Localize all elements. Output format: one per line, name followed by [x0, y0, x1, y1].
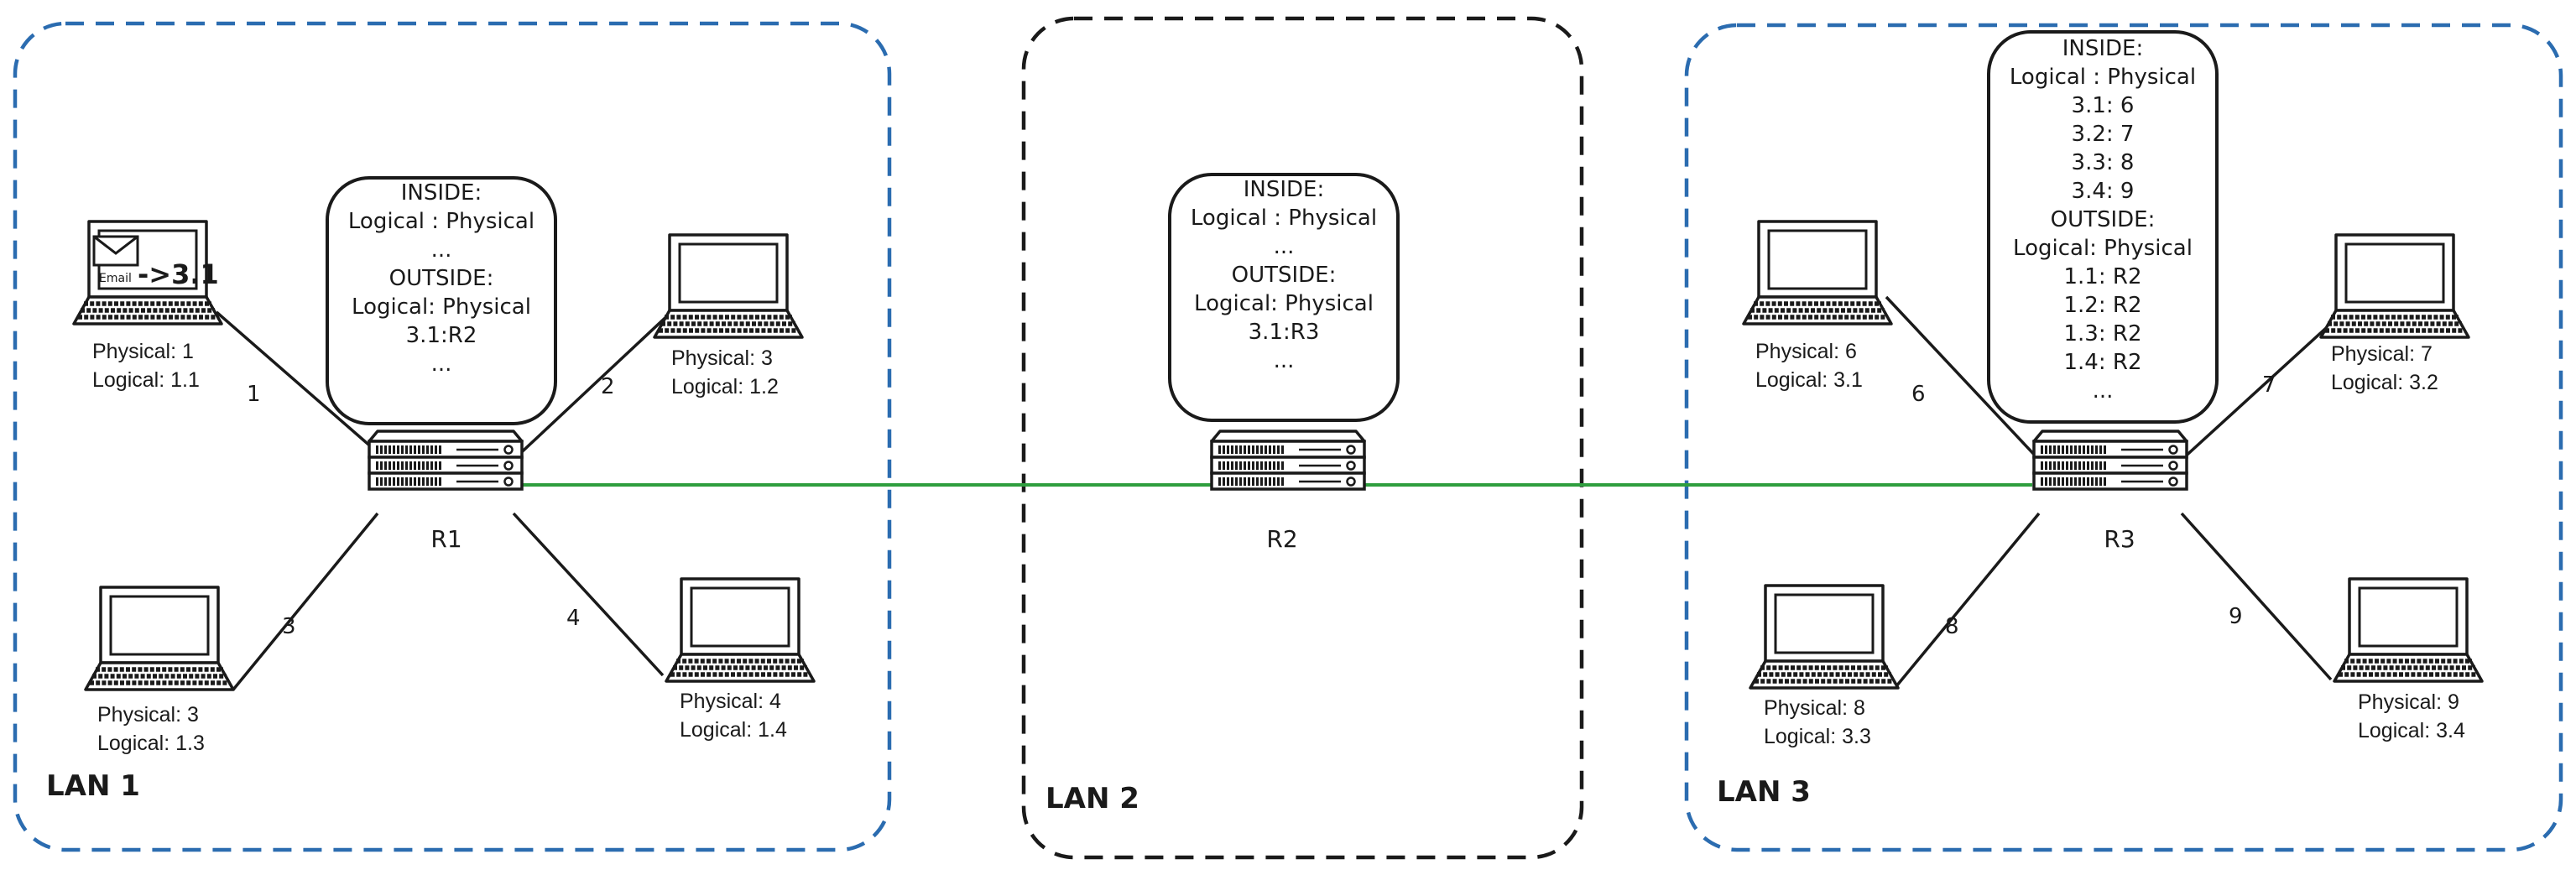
host-logical: Logical: 1.4 — [680, 718, 787, 742]
routing-table-line: Logical : Physical — [2010, 65, 2196, 90]
lan1-boundary — [13, 21, 892, 852]
routing-table-r3-box — [1987, 30, 2219, 424]
router-label-r2: R2 — [1266, 525, 1297, 553]
link-number: 4 — [566, 606, 581, 631]
routing-table-line: 3.1: 6 — [2072, 93, 2135, 118]
routing-table-line: INSIDE: — [401, 180, 482, 206]
routing-table-line: OUTSIDE: — [389, 266, 494, 291]
routing-table-line: Logical : Physical — [348, 209, 534, 234]
link-number: 8 — [1945, 614, 1959, 639]
routing-table-line: 3.1:R2 — [406, 323, 477, 348]
routing-table-line: OUTSIDE: — [2051, 207, 2156, 232]
routing-table-line: 3.4: 9 — [2072, 179, 2135, 204]
link-number: 7 — [2262, 372, 2276, 398]
email-label: Email — [99, 272, 132, 285]
router-icon — [2034, 431, 2187, 489]
host-physical: Physical: 8 — [1764, 696, 1865, 720]
link-number: 1 — [247, 382, 261, 407]
routing-table-line: ... — [431, 352, 452, 377]
host-logical: Logical: 3.1 — [1755, 368, 1863, 392]
host-logical: Logical: 3.4 — [2358, 719, 2465, 742]
routing-table-line: 3.1:R3 — [1249, 320, 1320, 345]
routing-table-line: ... — [1274, 348, 1295, 373]
lan3-links — [1885, 295, 2336, 688]
routing-table-r1-box — [326, 176, 557, 425]
lan2-boundary — [1021, 16, 1584, 860]
routing-table-line: ... — [2093, 378, 2114, 404]
host-physical: Physical: 3 — [671, 346, 773, 370]
routing-table-line: Logical: Physical — [352, 294, 531, 320]
host-physical: Physical: 6 — [1755, 340, 1857, 363]
routing-table-line: 3.3: 8 — [2072, 150, 2135, 175]
laptop-icon — [2321, 235, 2469, 337]
laptop-icon — [86, 587, 233, 690]
lan3-boundary — [1684, 23, 2563, 852]
host-physical: Physical: 4 — [680, 690, 781, 713]
routing-table-line: Logical : Physical — [1191, 206, 1377, 231]
routing-table-r1: INSIDE: Logical : Physical... OUTSIDE: Logi… — [348, 180, 534, 377]
laptop-icon — [654, 235, 802, 337]
host-physical: Physical: 9 — [2358, 690, 2459, 714]
email-destination: ->3.1 — [138, 258, 219, 290]
host-logical: Logical: 1.2 — [671, 375, 779, 398]
router-icon — [1212, 431, 1364, 489]
routing-table-line: 3.2: 7 — [2072, 122, 2135, 147]
routing-table-line: Logical: Physical — [2013, 236, 2193, 261]
email-icon — [92, 235, 139, 267]
link-number: 6 — [1911, 382, 1926, 407]
host-physical: Physical: 7 — [2331, 342, 2433, 366]
laptop-icon — [2334, 579, 2482, 681]
laptop-icon — [666, 579, 814, 681]
router-icon — [369, 431, 522, 489]
routing-table-line: 1.1: R2 — [2064, 264, 2142, 289]
lan-label-1: LAN 1 — [46, 769, 140, 803]
laptop-icon — [1744, 221, 1891, 324]
host-physical: Physical: 1 — [92, 340, 194, 363]
router-label-r3: R3 — [2104, 525, 2135, 553]
laptop-icon — [1750, 586, 1898, 688]
routing-table-line: OUTSIDE: — [1232, 263, 1337, 288]
lan-label-3: LAN 3 — [1717, 775, 1811, 809]
host-logical: Logical: 3.2 — [2331, 371, 2438, 394]
lan-label-2: LAN 2 — [1046, 782, 1139, 815]
routing-table-line: INSIDE: — [2062, 36, 2144, 61]
link-number: 3 — [282, 614, 296, 639]
host-logical: Logical: 3.3 — [1764, 725, 1871, 748]
routing-table-line: 1.4: R2 — [2064, 350, 2142, 375]
routing-table-line: ... — [431, 237, 452, 263]
routing-table-line: 1.2: R2 — [2064, 293, 2142, 318]
routing-table-line: 1.3: R2 — [2064, 321, 2142, 346]
host-logical: Logical: 1.1 — [92, 368, 200, 392]
routing-table-line: ... — [1274, 234, 1295, 259]
routing-table-r3: INSIDE: Logical : Physical 3.1: 6 3.2: 7 3.3… — [2010, 36, 2196, 404]
routing-table-line: Logical: Physical — [1194, 291, 1374, 316]
link-number: 9 — [2229, 604, 2243, 629]
routing-table-r2-box — [1168, 173, 1400, 422]
link-number: 2 — [601, 374, 615, 399]
routing-table-line: INSIDE: — [1244, 177, 1325, 202]
host-logical: Logical: 1.3 — [97, 732, 205, 755]
router-label-r1: R1 — [430, 525, 461, 553]
routing-table-r2: INSIDE: Logical : Physical... OUTSIDE: Logi… — [1191, 177, 1377, 373]
host-physical: Physical: 3 — [97, 703, 199, 727]
lan1-links — [215, 310, 673, 691]
